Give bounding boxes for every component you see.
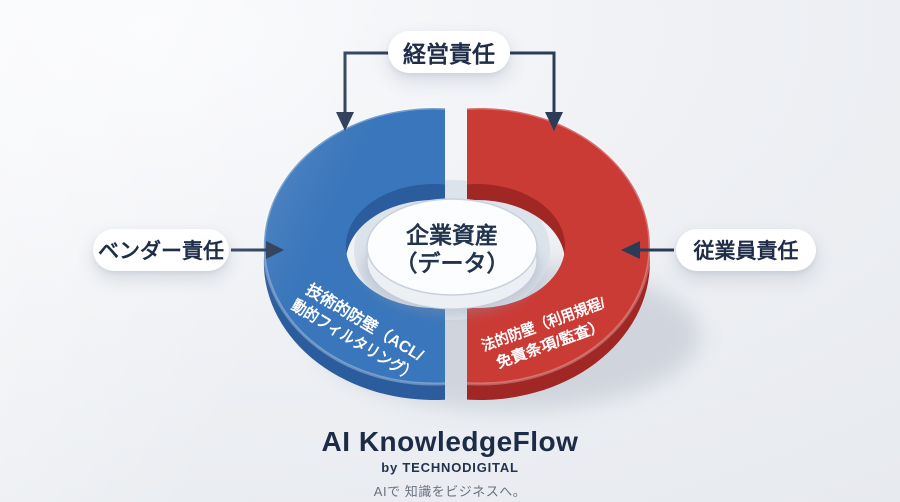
product-title: AI KnowledgeFlow — [321, 426, 579, 457]
center-asset-label-line1: 企業資産 — [405, 222, 498, 248]
right-arrowhead — [621, 241, 640, 259]
blue-segment-rim — [262, 106, 446, 386]
top-arrowhead-right — [545, 112, 563, 131]
tagline: AIで 知識をビジネスへ。 — [373, 484, 527, 499]
center-asset-label-line2: （データ） — [395, 250, 510, 276]
center-cylinder-top — [366, 198, 538, 296]
vendor-responsibility-pill: ベンダー責任 — [93, 229, 229, 271]
employee-responsibility-pill: 従業員責任 — [676, 229, 816, 271]
left-arrowhead — [266, 241, 284, 259]
management-responsibility-label: 経営責任 — [403, 41, 495, 67]
employee-responsibility-label: 従業員責任 — [693, 240, 799, 263]
company-byline: by TECHNODIGITAL — [381, 460, 519, 475]
red-segment-top — [467, 108, 650, 384]
blue-segment-top — [263, 108, 445, 385]
top-bracket-line — [343, 51, 556, 114]
branding-block: AI KnowledgeFlow by TECHNODIGITAL AIで 知識… — [0, 427, 900, 500]
top-arrowhead-left — [336, 112, 354, 131]
vendor-responsibility-label: ベンダー責任 — [98, 240, 224, 263]
management-responsibility-pill: 経営責任 — [388, 31, 510, 73]
